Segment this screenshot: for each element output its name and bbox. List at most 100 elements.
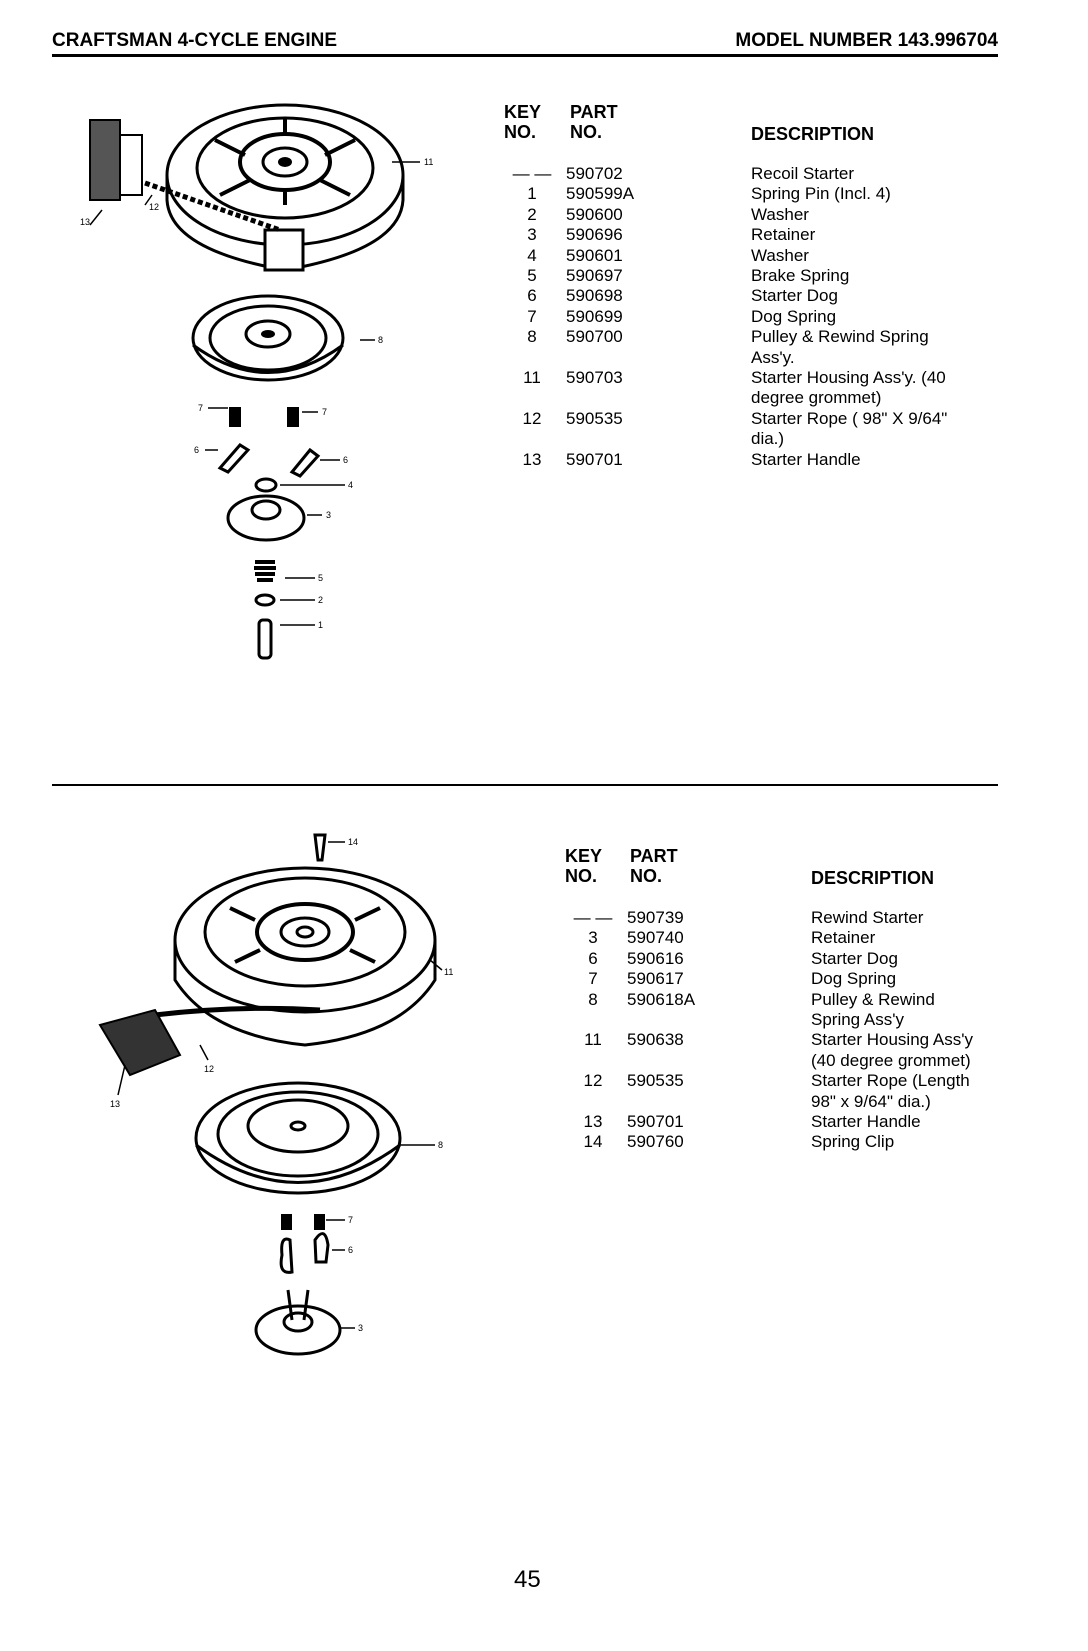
part-number: 590638 (627, 1030, 684, 1050)
part-description: Pulley & Rewind (811, 989, 935, 1009)
callout2-8: 8 (438, 1140, 443, 1150)
key-number: 13 (583, 1112, 603, 1131)
page-header: CRAFTSMAN 4-CYCLE ENGINE MODEL NUMBER 14… (52, 30, 998, 56)
part-number: 590535 (566, 408, 623, 428)
key-number: 4 (527, 245, 537, 265)
part-description: dia.) (751, 429, 785, 449)
part-description: (40 degree grommet) (811, 1050, 971, 1070)
part-number: 590700 (566, 327, 623, 347)
part-number: 590739 (627, 908, 684, 927)
callout-7b: 7 (322, 407, 327, 417)
key-number: 1 (527, 184, 537, 204)
part-description: Starter Housing Ass'y (811, 1030, 973, 1050)
part-description: Washer (751, 245, 809, 265)
callout-6b: 6 (343, 455, 348, 465)
part-description: Retainer (811, 928, 876, 948)
callout-7a: 7 (198, 403, 203, 413)
part-number: 590760 (627, 1132, 684, 1152)
part-description: Starter Rope (Length (811, 1071, 970, 1091)
callout-1: 1 (318, 620, 323, 630)
callout-11: 11 (424, 157, 433, 167)
part-description: Brake Spring (751, 266, 850, 285)
part-number: 590698 (566, 286, 623, 306)
section-divider (52, 784, 998, 786)
key-number: 8 (588, 989, 598, 1009)
part-number: 590703 (566, 368, 623, 387)
callout2-11: 11 (444, 967, 453, 977)
callout-5: 5 (318, 573, 323, 583)
key-number: — — (512, 164, 552, 183)
key-number: 12 (583, 1071, 603, 1091)
part-description: Dog Spring (751, 306, 837, 326)
key-number: 3 (588, 928, 598, 948)
part-number: 590701 (566, 449, 623, 469)
part-description: Starter Rope ( 98" X 9/64" (751, 408, 948, 428)
part-description: Dog Spring (811, 969, 897, 989)
recoil-starter-exploded-diagram: 11 12 13 8 7 7 6 6 4 3 5 2 1 (80, 103, 433, 660)
part-description: Retainer (751, 225, 816, 245)
part-number: 590600 (566, 204, 623, 224)
callout-2: 2 (318, 595, 323, 605)
part-description: Starter Dog (751, 286, 838, 306)
part-description: Starter Handle (811, 1112, 921, 1131)
key-number: 8 (527, 327, 537, 347)
part-number: 590699 (566, 306, 623, 326)
callout-8: 8 (378, 335, 383, 345)
callout2-6: 6 (348, 1245, 353, 1255)
part-description: degree grommet) (751, 388, 882, 408)
key-column-header-2: KEY NO. (565, 846, 603, 886)
key-number: 13 (522, 449, 542, 469)
key-number: 11 (584, 1030, 602, 1050)
rewind-starter-exploded-diagram: 14 11 12 13 8 7 6 3 (98, 833, 453, 1356)
part-description: Pulley & Rewind Spring (751, 327, 929, 347)
header-rule (52, 54, 998, 57)
description-column-header: DESCRIPTION (751, 124, 875, 144)
part-number: 590701 (627, 1112, 684, 1131)
callout-12: 12 (149, 202, 159, 212)
part-number: 590617 (627, 969, 684, 989)
key-number: 6 (588, 948, 598, 968)
part-description: 98" x 9/64" dia.) (811, 1091, 931, 1111)
key-number: 11 (523, 368, 541, 387)
manual-title: CRAFTSMAN 4-CYCLE ENGINE (52, 30, 338, 51)
part-column-header-2: PART NO. (630, 846, 678, 886)
part-column-header: PART NO. (570, 102, 618, 142)
key-number: 14 (583, 1132, 603, 1152)
part-number: 590697 (566, 266, 623, 285)
callout2-3: 3 (358, 1323, 363, 1333)
part-number: 590702 (566, 164, 623, 183)
callout2-14: 14 (348, 837, 358, 847)
part-number: 590535 (627, 1071, 684, 1091)
callout-13: 13 (80, 217, 90, 227)
part-description: Spring Pin (Incl. 4) (751, 184, 891, 204)
key-number: 3 (527, 225, 537, 245)
callout-6a: 6 (194, 445, 199, 455)
key-number: 7 (588, 969, 598, 989)
part-description: Ass'y. (751, 347, 795, 367)
key-number: 5 (527, 266, 537, 285)
key-number: 12 (522, 408, 542, 428)
part-description: Spring Ass'y (811, 1009, 905, 1029)
description-column-header-2: DESCRIPTION (811, 868, 935, 888)
page-number: 45 (514, 1566, 541, 1593)
callout2-13: 13 (110, 1099, 120, 1109)
part-number: 590616 (627, 948, 684, 968)
part-number: 590740 (627, 928, 684, 948)
callout2-7: 7 (348, 1215, 353, 1225)
part-number: 590696 (566, 225, 623, 245)
part-number: 590618A (627, 989, 696, 1009)
key-number: — — (573, 908, 613, 927)
callout-3: 3 (326, 510, 331, 520)
key-number: 6 (527, 286, 537, 306)
callout-4: 4 (348, 480, 353, 490)
callout2-12: 12 (204, 1064, 214, 1074)
key-column-header: KEY NO. (504, 102, 542, 142)
key-number: 2 (527, 204, 537, 224)
part-description: Rewind Starter (811, 908, 924, 927)
key-number: 7 (527, 306, 537, 326)
part-description: Starter Dog (811, 948, 898, 968)
part-description: Spring Clip (811, 1132, 895, 1152)
part-description: Washer (751, 204, 809, 224)
model-number: MODEL NUMBER 143.996704 (735, 30, 998, 51)
part-description: Starter Housing Ass'y. (40 (751, 368, 946, 387)
